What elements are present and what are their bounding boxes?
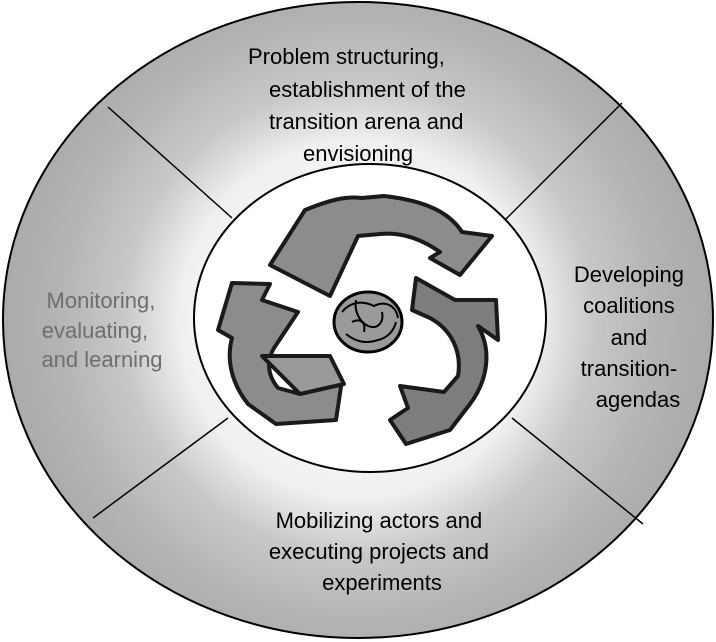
segment-bottom-line: Mobilizing actors and <box>276 508 483 533</box>
recycle-cycle-icon <box>216 194 500 446</box>
divider-top-right <box>505 102 623 220</box>
segment-bottom-line: experiments <box>322 570 442 595</box>
segment-top-line: envisioning <box>303 141 413 166</box>
segment-right-line: Developing <box>574 262 684 287</box>
segment-left-line: Monitoring, <box>47 288 156 313</box>
segment-right-label: Developing coalitions and transition- ag… <box>574 262 690 412</box>
segment-right-line: agendas <box>596 387 680 412</box>
segment-top-line: transition arena and <box>269 109 463 134</box>
recycle-arrow-top <box>268 194 494 298</box>
segment-left-line: evaluating, <box>42 318 148 343</box>
segment-bottom-line: executing projects and <box>269 539 489 564</box>
segment-top-line: Problem structuring, <box>248 44 445 69</box>
segment-left-line: and learning <box>41 347 162 372</box>
segment-bottom-label: Mobilizing actors and executing projects… <box>269 508 495 595</box>
recycle-arrow-right <box>388 276 500 446</box>
divider-bottom-right <box>511 417 644 525</box>
segment-left-label: Monitoring, evaluating, and learning <box>41 288 162 372</box>
divider-bottom-left <box>92 417 229 519</box>
segment-right-line: transition- <box>581 356 678 381</box>
segment-right-line: and <box>611 325 648 350</box>
segment-top-line: establishment of the <box>269 77 466 102</box>
segment-right-line: coalitions <box>583 293 675 318</box>
segment-top-label: Problem structuring, establishment of th… <box>248 44 472 166</box>
divider-top-left <box>107 106 233 219</box>
globe-icon <box>332 290 404 354</box>
recycle-arrow-left-head <box>260 354 346 396</box>
